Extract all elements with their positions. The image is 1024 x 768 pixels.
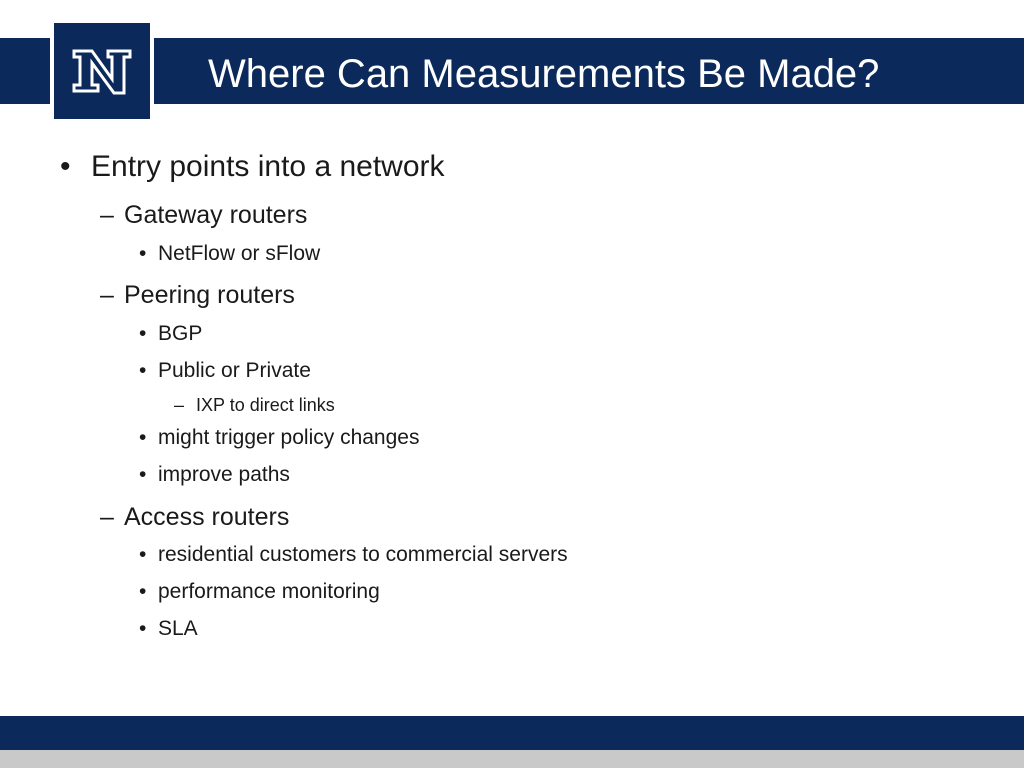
bullet-marker: – [174,395,185,415]
slide-title: Where Can Measurements Be Made? [208,52,880,96]
bullet-text: BGP [158,322,203,345]
title-bar [0,38,1024,104]
bullet-marker: • [139,463,147,486]
bullet-marker: • [139,543,147,566]
university-logo [50,19,154,123]
bullet-marker: • [139,322,147,345]
bullet-marker: – [100,281,114,309]
bullet-text: NetFlow or sFlow [158,242,321,265]
bullet-marker: • [139,580,147,603]
bullet-text: Access routers [124,503,290,531]
bullet-text: Public or Private [158,359,311,382]
footer-bar [0,716,1024,750]
bullet-marker: • [139,426,147,449]
bullet-marker: • [139,359,147,382]
bullet-text: Entry points into a network [91,150,445,183]
bullet-text: might trigger policy changes [158,426,420,449]
bullet-text: IXP to direct links [196,395,335,415]
bullet-marker: – [100,201,114,229]
bullet-text: SLA [158,617,198,640]
bullet-list: •Entry points into a network–Gateway rou… [60,150,568,640]
bullet-text: Peering routers [124,281,295,309]
footer-strip [0,750,1024,768]
bullet-text: performance monitoring [158,580,380,603]
logo-background [54,23,150,119]
bullet-marker: • [139,617,147,640]
bullet-marker: • [60,150,71,183]
bullet-marker: • [139,242,147,265]
bullet-text: Gateway routers [124,201,308,229]
bullet-text: improve paths [158,463,290,486]
block-n-icon [72,49,132,95]
bullet-marker: – [100,503,114,531]
bullet-text: residential customers to commercial serv… [158,543,568,566]
